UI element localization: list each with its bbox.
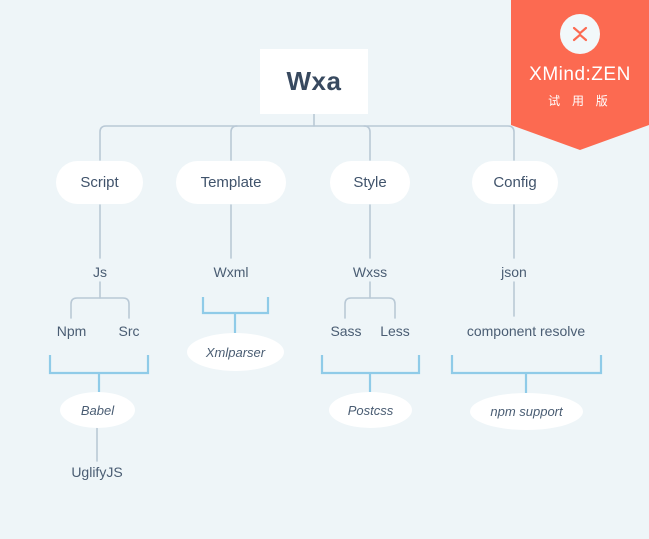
node-branch-config[interactable]: Config [472,161,558,204]
node-branch-config-label: Config [493,174,537,191]
node-branch-style-label: Style [353,174,387,191]
node-root-wxa[interactable]: Wxa [260,49,368,114]
node-npm[interactable]: Npm [49,320,94,341]
node-summary-postcss[interactable]: Postcss [329,392,412,428]
node-summary-xmlparser[interactable]: Xmlparser [187,333,284,371]
node-wxss-label: Wxss [352,263,388,280]
line-wxss-bracket [344,297,396,319]
line-js-bracket [70,297,130,319]
summary-bracket-style [320,355,421,375]
node-summary-postcss-label: Postcss [347,402,394,418]
node-src-label: Src [118,322,140,339]
node-less[interactable]: Less [373,320,417,341]
node-uglifyjs[interactable]: UglifyJS [56,461,138,482]
node-uglifyjs-label: UglifyJS [71,463,123,480]
node-json[interactable]: json [486,261,542,282]
node-component-resolve-label: component resolve [466,322,586,339]
node-wxss[interactable]: Wxss [340,261,400,282]
node-wxml[interactable]: Wxml [201,261,261,282]
node-root-label: Wxa [286,66,342,96]
node-branch-script-label: Script [80,174,119,191]
node-summary-xmlparser-label: Xmlparser [205,344,266,360]
node-less-label: Less [380,322,410,339]
summary-bracket-config [450,355,603,375]
node-summary-npm-support[interactable]: npm support [470,393,583,430]
node-js-label: Js [93,263,107,280]
node-npm-label: Npm [56,322,87,339]
line-style-corner [363,125,371,161]
node-branch-script[interactable]: Script [56,161,143,204]
node-js[interactable]: Js [80,261,120,282]
node-branch-template-label: Template [200,174,262,191]
node-summary-babel[interactable]: Babel [60,392,135,428]
summary-bracket-script [48,355,150,375]
node-component-resolve[interactable]: component resolve [448,320,604,341]
node-wxml-label: Wxml [213,263,249,280]
node-branch-template[interactable]: Template [176,161,286,204]
node-sass[interactable]: Sass [324,320,368,341]
summary-bracket-template [201,297,270,315]
node-sass-label: Sass [330,322,362,339]
node-src[interactable]: Src [107,320,151,341]
node-summary-babel-label: Babel [80,402,115,418]
node-branch-style[interactable]: Style [330,161,410,204]
line-template-corner [230,125,238,161]
line-bus-template-drop [231,126,237,160]
node-json-label: json [501,263,527,280]
node-summary-npm-support-label: npm support [490,404,563,419]
line-level2-bus [99,125,515,161]
